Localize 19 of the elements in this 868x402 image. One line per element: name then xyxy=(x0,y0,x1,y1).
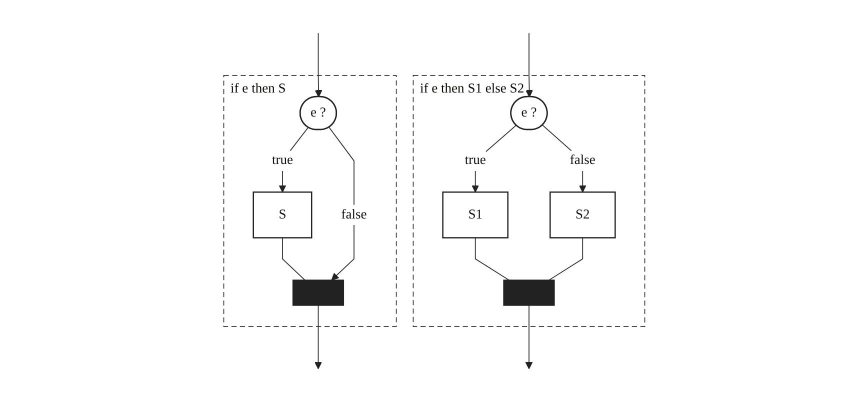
node-box: S xyxy=(252,191,312,238)
arrow xyxy=(314,305,322,370)
edge-label: true xyxy=(464,153,486,168)
edge-label: true xyxy=(272,153,293,168)
arrow xyxy=(314,32,322,98)
arrow xyxy=(471,124,516,192)
edge-label: false xyxy=(570,153,596,168)
arrow xyxy=(525,32,533,98)
arrow xyxy=(328,127,354,280)
arrow xyxy=(525,305,532,370)
node-bar xyxy=(502,280,555,306)
connector xyxy=(548,237,583,280)
edge-label: false xyxy=(340,207,366,222)
node-box: S1 xyxy=(442,191,508,238)
arrow xyxy=(278,127,308,192)
connector xyxy=(474,237,510,280)
connector xyxy=(282,237,305,280)
node-bar xyxy=(292,280,344,306)
node-box: S2 xyxy=(549,191,616,238)
